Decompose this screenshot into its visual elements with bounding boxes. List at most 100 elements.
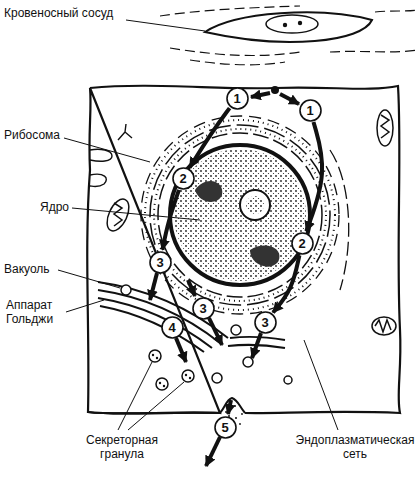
membrane-fold — [90, 149, 112, 161]
er-membrane — [330, 150, 349, 290]
secretory-granule — [182, 370, 194, 382]
mitochondrion — [103, 196, 134, 234]
callout-circle: 5 — [214, 416, 237, 439]
part-label: Аппарат Гольджи — [6, 298, 72, 327]
entry-point — [271, 86, 279, 94]
part-label: Секреторная гранула — [66, 433, 178, 462]
membrane-fold — [90, 174, 106, 186]
flow-arrow — [209, 318, 222, 345]
golgi-cisterna — [100, 306, 204, 352]
secretory-granule — [149, 350, 161, 362]
granule-dot — [159, 382, 161, 384]
leader-line — [118, 362, 152, 430]
flow-arrow — [162, 190, 179, 250]
vacuole — [284, 376, 292, 384]
leader-line — [64, 138, 150, 162]
part-label: Рибосома — [4, 128, 74, 142]
endoplasmic-reticulum — [141, 116, 349, 314]
mitochondrion — [372, 317, 396, 335]
membrane-fold — [118, 124, 132, 140]
leader-line — [304, 340, 338, 430]
leader-line — [66, 300, 104, 312]
flow-arrow — [280, 94, 299, 104]
secretion-dot — [235, 417, 237, 419]
leader-line — [126, 20, 205, 31]
flow-arrow — [188, 280, 195, 296]
tissue-line — [170, 48, 300, 55]
granule-dot — [163, 385, 165, 387]
vacuole — [231, 325, 241, 335]
callout-number: 3 — [254, 311, 277, 334]
flow-arrow — [150, 273, 157, 300]
circle-shape — [173, 168, 194, 189]
circle-shape — [215, 417, 236, 438]
callout-circle: 3 — [254, 311, 277, 334]
er-membrane — [150, 125, 330, 305]
callout-number: 4 — [161, 316, 184, 339]
callout-circle: 3 — [192, 297, 215, 320]
flow-arrow — [273, 255, 299, 312]
callout-circle: 1 — [226, 87, 249, 110]
callout-number: 1 — [226, 87, 249, 110]
flow-arrow — [228, 400, 231, 414]
circle-shape — [193, 298, 214, 319]
leader-lines — [58, 20, 338, 430]
vacuoles — [121, 285, 292, 384]
chromatin-patch — [195, 181, 222, 202]
leader-line — [72, 208, 200, 220]
callout-number: 3 — [149, 251, 172, 274]
part-label: Эндоплазматическая сеть — [292, 433, 418, 462]
circle-shape — [150, 252, 171, 273]
flow-arrow — [306, 122, 322, 231]
nucleolus — [240, 190, 270, 220]
vessel-nucleus — [283, 23, 287, 27]
nucleolus-core — [246, 196, 264, 214]
flow-arrow — [206, 437, 220, 466]
callout-number: 1 — [299, 99, 322, 122]
circle-shape — [255, 312, 276, 333]
leader-line — [128, 382, 184, 430]
part-label: Кровеносный сосуд — [4, 6, 134, 20]
exocytosis-opening — [220, 398, 245, 413]
flow-arrows — [150, 93, 299, 466]
callout-number: 2 — [172, 167, 195, 190]
er-membrane — [141, 116, 339, 314]
secretory-granules — [149, 350, 194, 390]
secretion-dot — [234, 405, 236, 407]
granule-dot — [152, 354, 154, 356]
mitochondrion — [377, 110, 393, 146]
mitochondrion-crista — [114, 203, 122, 226]
tissue-lines — [160, 6, 418, 65]
vessel-nucleus — [298, 21, 302, 25]
cell-membrane — [87, 86, 400, 414]
flow-arrow — [176, 338, 186, 362]
circle-shape — [292, 233, 313, 254]
tissue-line — [330, 50, 418, 52]
flow-arrow — [190, 108, 230, 167]
callout-circle: 2 — [291, 232, 314, 255]
flow-arrow — [252, 333, 261, 358]
ribosome-dots — [154, 129, 326, 301]
granule-dot — [156, 357, 158, 359]
vacuole — [243, 357, 253, 367]
callout-number: 2 — [291, 232, 314, 255]
callout-circle: 1 — [299, 99, 322, 122]
circle-shape — [227, 88, 248, 109]
vacuole — [121, 285, 131, 295]
flow-arrow — [251, 93, 270, 97]
blood-vessel — [205, 12, 372, 42]
part-label: Ядро — [40, 200, 80, 214]
secretory-granule — [156, 378, 168, 390]
tissue-line — [190, 60, 285, 65]
callout-circle: 3 — [149, 251, 172, 274]
granule-dot — [189, 377, 191, 379]
circle-shape — [162, 317, 183, 338]
chromatin — [174, 149, 306, 281]
callout-circle: 4 — [161, 316, 184, 339]
part-label: Вакуоль — [4, 262, 64, 276]
granule-dot — [185, 374, 187, 376]
mitochondrion-crista — [375, 320, 391, 332]
